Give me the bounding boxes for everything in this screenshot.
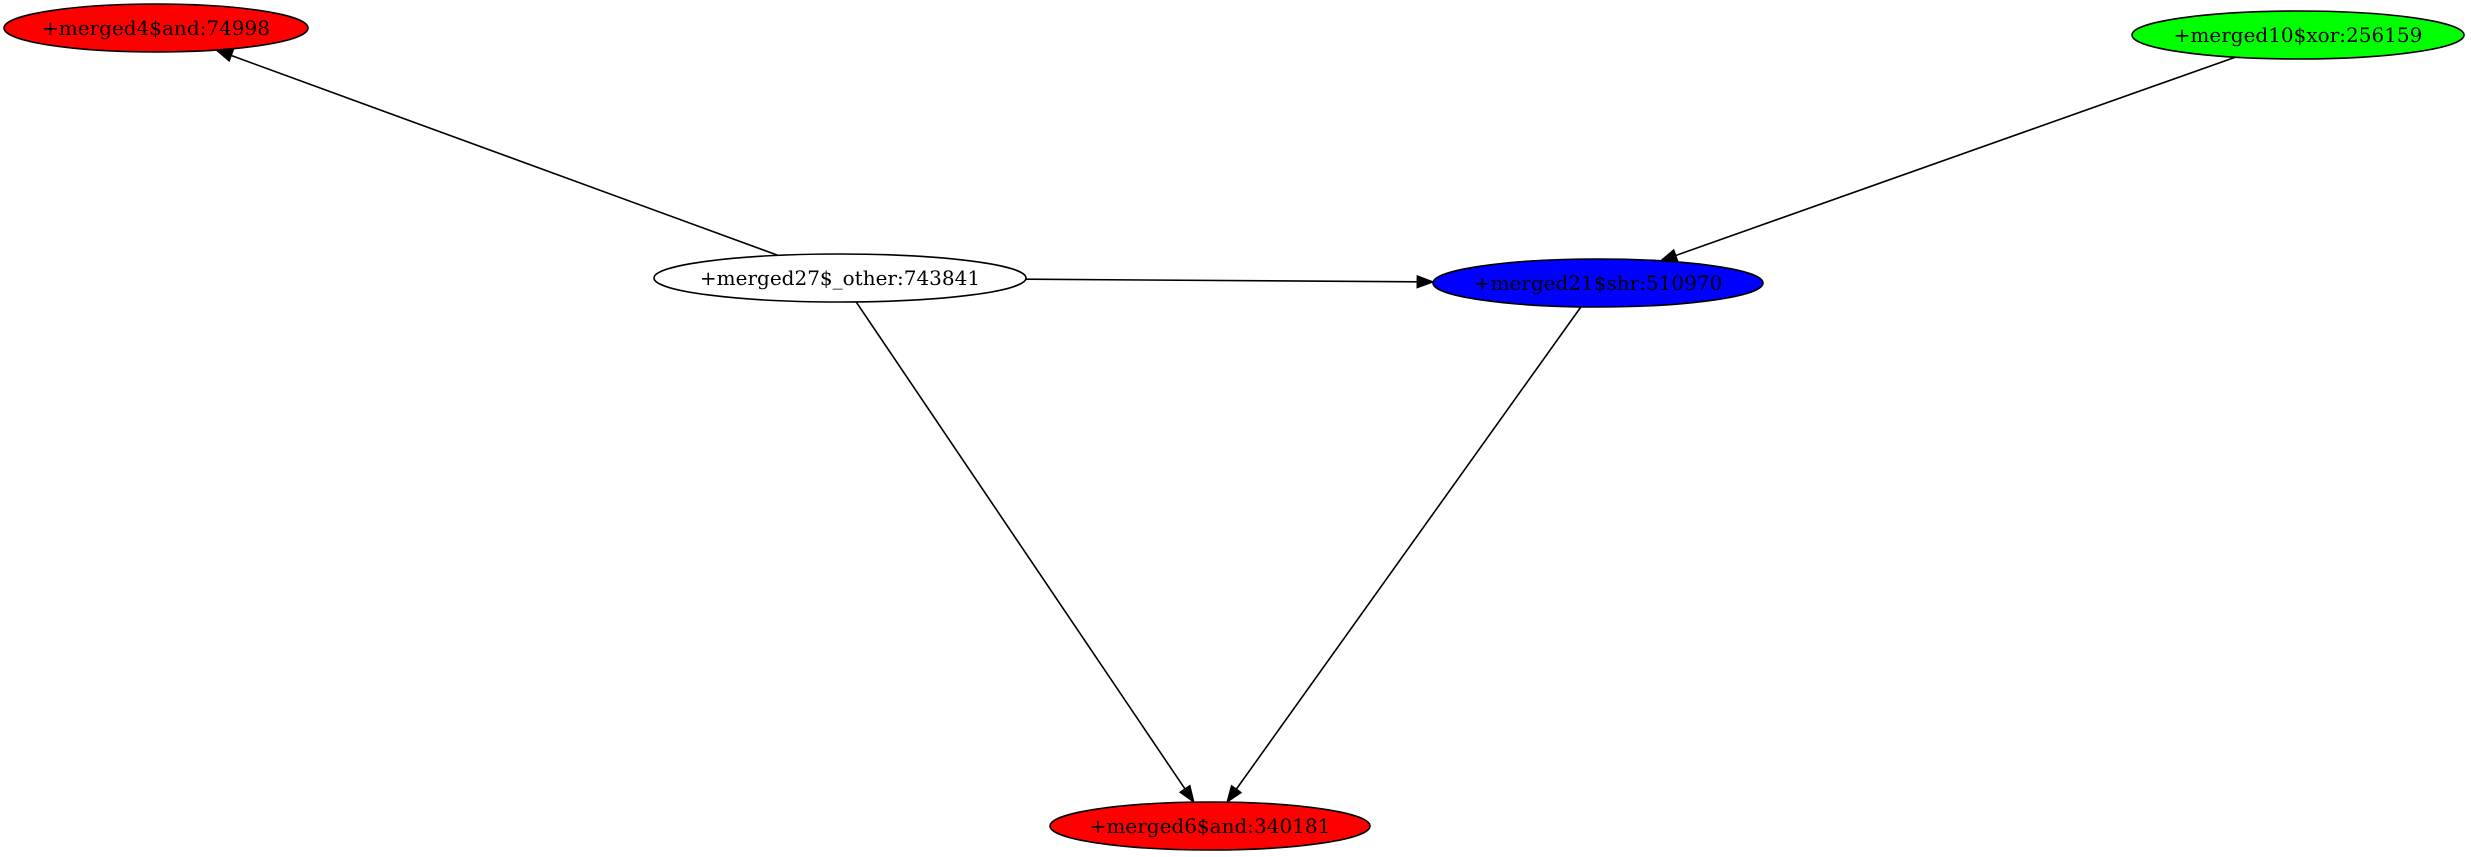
edge-n27-to-n6 (855, 301, 1195, 804)
arrowhead-icon (1226, 784, 1243, 804)
node-shape (1049, 801, 1371, 851)
edge-line (1675, 56, 2236, 257)
edge-line (1235, 306, 1582, 790)
arrowhead-icon (1416, 274, 1435, 289)
edge-n27-to-n21 (1025, 274, 1435, 289)
node-label: +merged27$_other:743841 (700, 266, 980, 290)
node-merged27-other[interactable]: +merged27$_other:743841 (653, 253, 1027, 303)
edge-n21-to-n6 (1226, 306, 1582, 804)
node-label: +merged6$and:340181 (1090, 814, 1331, 838)
edges-layer (214, 49, 2236, 804)
node-label: +merged21$shr:510970 (1474, 271, 1723, 295)
node-shape (653, 253, 1027, 303)
node-merged6-and[interactable]: +merged6$and:340181 (1049, 801, 1371, 851)
edge-line (1025, 278, 1418, 283)
node-label: +merged10$xor:256159 (2174, 23, 2423, 47)
edge-n10-to-n21 (1659, 56, 2236, 262)
node-shape (2131, 10, 2465, 60)
node-merged10-xor[interactable]: +merged10$xor:256159 (2131, 10, 2465, 60)
arrowhead-icon (214, 49, 235, 63)
node-shape (1432, 258, 1764, 308)
node-merged21-shr[interactable]: +merged21$shr:510970 (1432, 258, 1764, 308)
arrowhead-icon (1178, 784, 1195, 804)
edge-line (231, 54, 779, 257)
node-label: +merged4$and:74998 (42, 16, 270, 40)
arrowhead-icon (1659, 248, 1679, 262)
node-shape (3, 3, 309, 53)
edge-line (855, 301, 1186, 790)
edge-n27-to-n4 (214, 49, 779, 257)
node-merged4-and[interactable]: +merged4$and:74998 (3, 3, 309, 53)
nodes-layer: +merged4$and:74998 +merged10$xor:256159 … (3, 3, 2465, 851)
